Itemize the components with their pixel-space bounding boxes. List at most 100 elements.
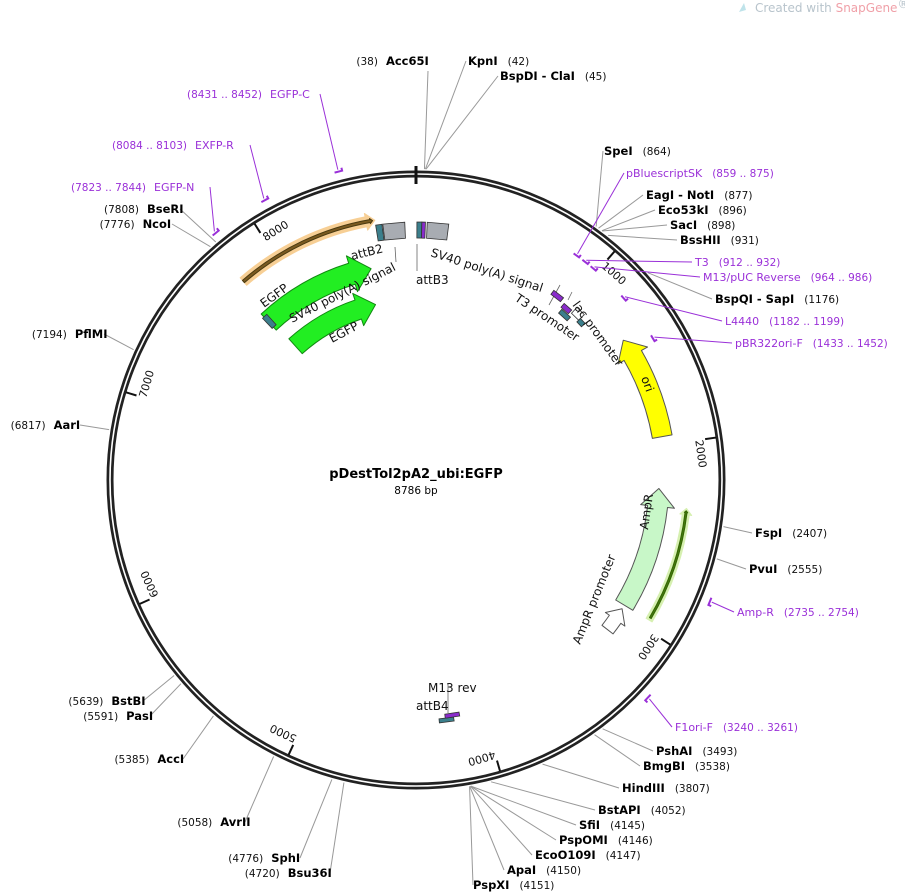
primer-range: (3240 .. 3261) [723,722,798,734]
enzyme-leader-line [716,558,747,570]
enzyme-site-label[interactable]: BssHII (931) [680,233,759,247]
enzyme-site-label[interactable]: Eco53kI(896) [658,203,747,217]
egfp-arrow-2[interactable] [288,292,377,355]
feature-label-sv40-right: SV40 poly(A) signal [429,246,545,296]
t3-promoter-mark[interactable] [550,289,565,303]
enzyme-site-label[interactable]: (5058)AvrII [177,815,250,829]
enzyme-site-label[interactable]: (4776)SphI [228,851,300,865]
enzyme-site-label[interactable]: (5591)PasI [83,709,153,723]
enzyme-site-label[interactable]: KpnI(42) [468,54,529,68]
attB2-mark[interactable] [375,223,385,242]
enzyme-site-label[interactable]: PspXI (4151) [473,878,554,892]
watermark-prefix: Created with [755,1,836,15]
enzyme-position: (4151) [519,880,554,892]
attB-mark-egfp1[interactable] [261,313,277,329]
feature-label-t3-promoter: T3 promoter [511,290,581,344]
sv40-left-box[interactable] [382,221,406,241]
enzyme-site-label[interactable]: BspDI - ClaI(45) [500,69,606,83]
watermark-brand: SnapGene [836,1,898,15]
enzyme-site-label[interactable]: BspQI - SapI(1176) [715,292,839,306]
enzyme-site-label[interactable]: (7776)NcoI [100,217,172,231]
primer-label[interactable]: (8084 .. 8103)EXFP-R [112,139,234,152]
enzyme-position: (898) [707,220,735,232]
enzyme-site-label[interactable]: SfiI(4145) [579,818,645,832]
primer-range: (1182 .. 1199) [769,316,844,328]
primer-leader-line [711,601,735,613]
feature-leader-line [394,246,397,263]
attB4-teal[interactable] [438,716,455,724]
attB3-purple[interactable] [421,221,426,239]
enzyme-position: (4147) [606,850,641,862]
enzyme-name: BssHII [680,233,721,247]
egfp-arrow-1[interactable] [260,255,372,331]
lac-mark-2[interactable] [557,308,572,322]
enzyme-site-label[interactable]: ApaI(4150) [507,863,581,877]
attB3-mark[interactable] [416,221,423,239]
primer-label[interactable]: T3(912 .. 932) [694,256,780,269]
enzyme-site-label[interactable]: (6817)AarI [11,418,81,432]
enzyme-site-label[interactable]: (5385)AccI [114,752,184,766]
enzyme-leader-line [244,756,275,823]
enzyme-site-label[interactable]: PshAI(3493) [656,744,737,758]
enzyme-site-label[interactable]: (38)Acc65I [356,54,428,68]
enzyme-site-label[interactable]: EcoO109I(4147) [535,848,641,862]
amp-glow[interactable] [645,507,693,623]
enzyme-name: FspI [755,526,782,540]
enzyme-name: NcoI [143,217,172,231]
tick-label: 1000 [599,260,629,288]
lac-mark-1[interactable] [560,302,573,315]
enzyme-site-label[interactable]: (5639)BstBI [68,694,145,708]
enzyme-site-label[interactable]: (7808)BseRI [104,202,183,216]
enzyme-site-label[interactable]: BstAPI(4052) [598,803,686,817]
orange-feature-glow[interactable] [239,212,376,286]
primer-range: (1433 .. 1452) [813,338,888,350]
enzyme-leader-line [723,526,753,534]
enzyme-site-label[interactable]: FspI(2407) [755,526,827,540]
svg-text:Created with SnapGene®: Created with SnapGene® [755,0,905,15]
primer-label[interactable]: F1ori-F(3240 .. 3261) [675,721,798,734]
enzyme-site-label[interactable]: PvuI(2555) [749,562,822,576]
primer-label[interactable]: pBR322ori-F(1433 .. 1452) [735,337,888,350]
enzyme-position: (5385) [114,754,149,766]
enzyme-position: (3538) [695,761,730,773]
primer-mark [707,597,713,608]
enzyme-name: PspOMI [559,833,608,847]
enzyme-leader-line [598,194,644,229]
primer-name: EXFP-R [195,139,234,152]
enzyme-leader-line [329,782,345,874]
enzyme-site-label[interactable]: SpeI(864) [604,144,671,158]
enzyme-site-label[interactable]: BmgBI(3538) [643,759,730,773]
enzyme-name: Eco53kI [658,203,709,217]
enzyme-position: (931) [731,235,759,247]
primer-label[interactable]: (8431 .. 8452)EGFP-C [187,88,310,101]
enzyme-site-label[interactable]: (7194)PflMI [32,327,108,341]
ori-arrow[interactable] [617,339,673,439]
enzyme-leader-line [608,234,678,241]
primer-label[interactable]: M13/pUC Reverse(964 .. 986) [703,271,872,284]
enzyme-site-label[interactable]: SacI(898) [670,218,735,232]
enzyme-site-label[interactable]: PspOMI(4146) [559,833,653,847]
primer-label[interactable]: Amp-R(2735 .. 2754) [737,606,859,619]
primer-leader-line [594,266,701,278]
enzyme-position: (4150) [546,865,581,877]
enzyme-position: (45) [585,71,607,83]
primer-label[interactable]: pBluescriptSK(859 .. 875) [626,167,774,180]
enzyme-site-label[interactable]: (4720)Bsu36I [245,866,332,880]
sv40-right-box[interactable] [426,221,450,241]
enzyme-leader-line [149,683,182,717]
enzyme-position: (4776) [228,853,263,865]
lac-mark-3[interactable] [576,317,586,328]
ampR-promoter-arrow[interactable] [601,608,626,635]
enzyme-name: PspXI [473,878,509,892]
enzyme-site-label[interactable]: EagI - NotI(877) [646,188,752,202]
ampR-arrow[interactable] [615,487,675,611]
primer-leader-line [249,144,265,199]
amp-line[interactable] [649,510,689,620]
orange-feature-arrow[interactable] [241,218,374,284]
enzyme-site-label[interactable]: HindIII(3807) [622,781,710,795]
attB4-purple[interactable] [444,711,461,719]
primer-label[interactable]: L4440(1182 .. 1199) [725,315,844,328]
primer-label[interactable]: (7823 .. 7844)EGFP-N [71,181,194,194]
enzyme-position: (4052) [651,805,686,817]
enzyme-leader-line [542,763,620,789]
